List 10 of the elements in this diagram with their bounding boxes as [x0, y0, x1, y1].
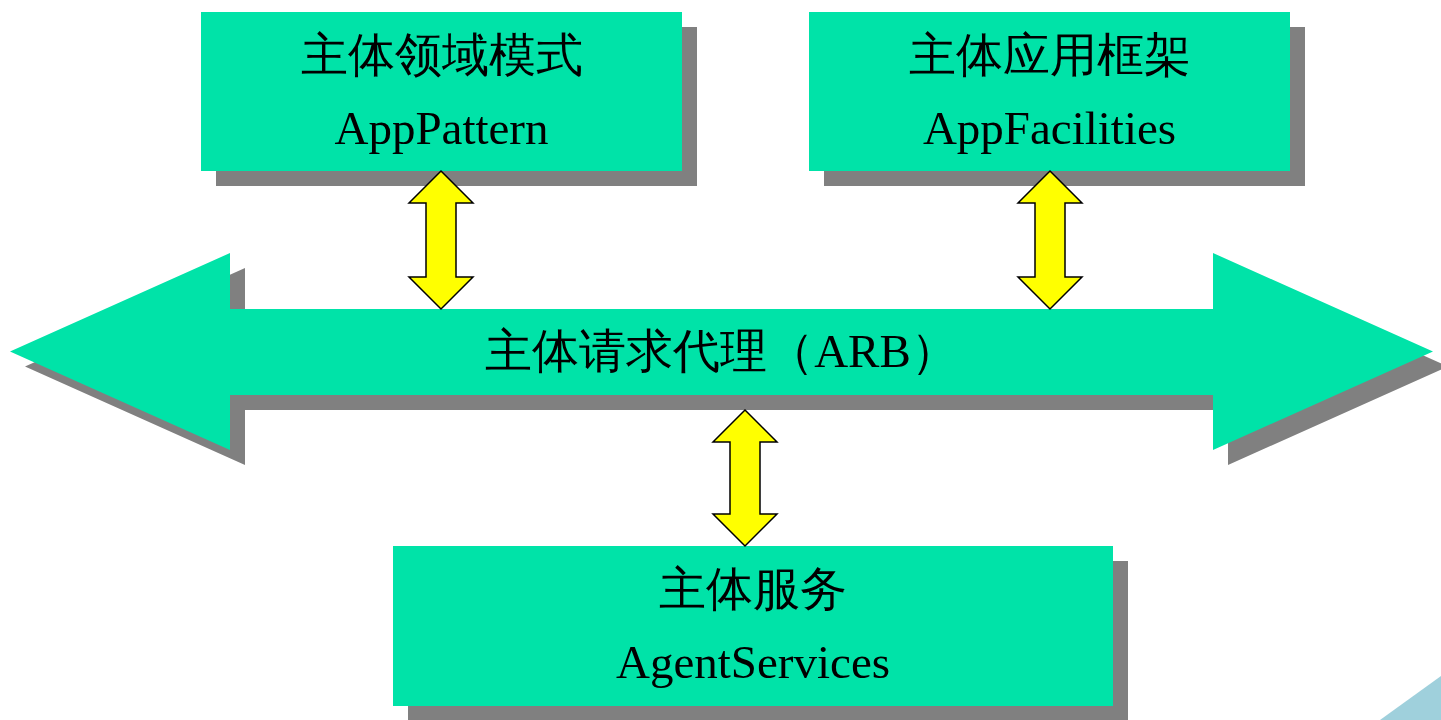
node-subtitle: AgentServices: [615, 635, 891, 690]
double-headed-block-arrow: [711, 408, 779, 548]
node-title: 主体应用框架: [908, 27, 1191, 83]
node-title: 主体领域模式: [300, 27, 583, 83]
node-subtitle: AppPattern: [334, 100, 549, 156]
double-headed-block-arrow: [407, 169, 475, 311]
double-headed-block-arrow: [1016, 169, 1084, 311]
node-title: 主体请求代理（ARB）: [485, 324, 958, 380]
node-title: 主体服务: [659, 562, 847, 618]
node-subtitle: AppFacilities: [922, 100, 1177, 156]
